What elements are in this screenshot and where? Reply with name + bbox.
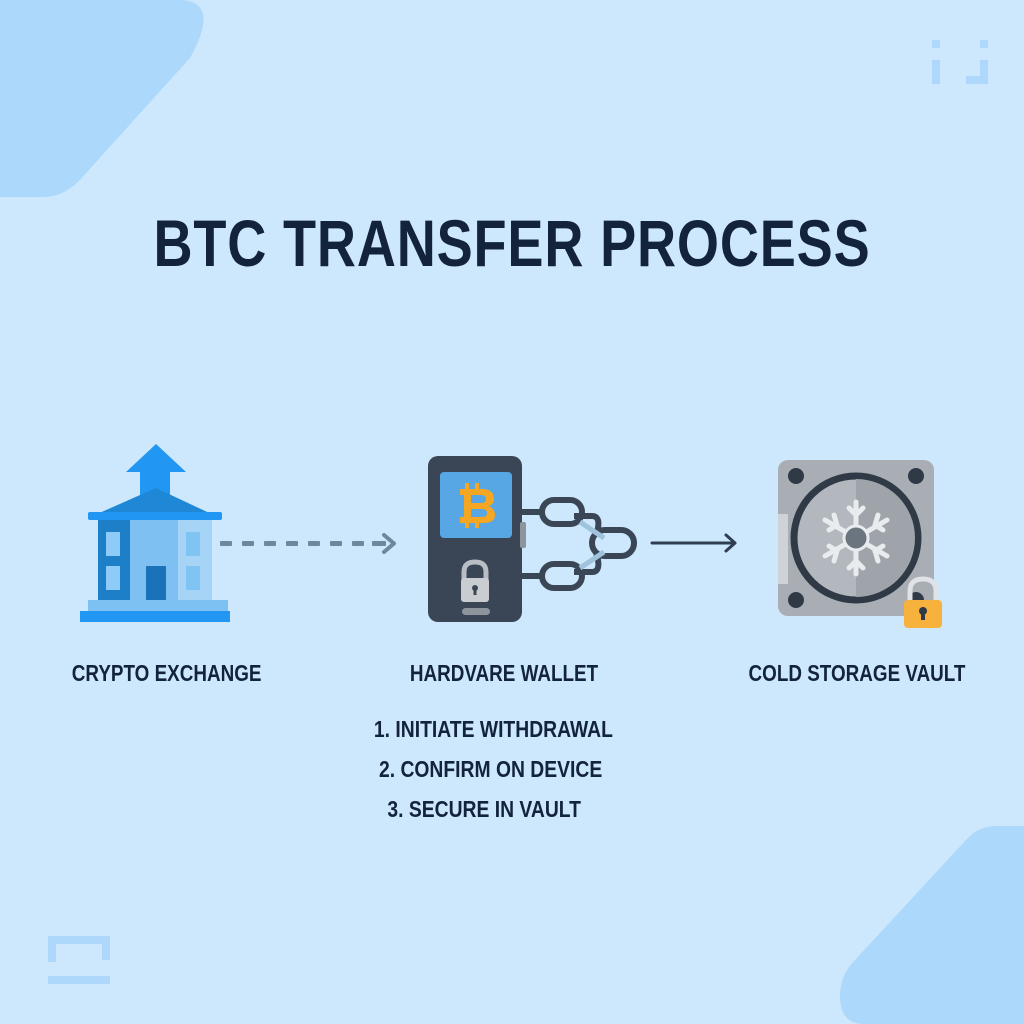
label-hardware-wallet: HARDVARE WALLET: [409, 660, 599, 686]
exchange-building-icon: [80, 444, 230, 622]
step-item: 1. INITIATE WITHDRAWAL: [373, 716, 613, 742]
label-crypto-exchange: CRYPTO EXCHANGE: [71, 660, 262, 686]
label-cold-storage-vault: COLD STORAGE VAULT: [748, 660, 966, 686]
step-item: 2. CONFIRM ON DEVICE: [378, 756, 603, 782]
step-item: 3. SECURE IN VAULT: [387, 796, 581, 822]
hardware-wallet-icon: [428, 456, 637, 622]
page-title: BTC TRANSFER PROCESS: [153, 206, 871, 280]
decor-shape-bottom-right: [840, 826, 1024, 1024]
dashed-arrow-connector: [220, 533, 396, 554]
solid-arrow-connector: [650, 533, 737, 553]
cold-storage-vault-icon: [778, 460, 942, 628]
decor-shape-top-left: [0, 0, 204, 197]
decor-corner-mark-top-right: [932, 40, 988, 84]
decor-corner-mark-bottom-left: [48, 936, 110, 984]
